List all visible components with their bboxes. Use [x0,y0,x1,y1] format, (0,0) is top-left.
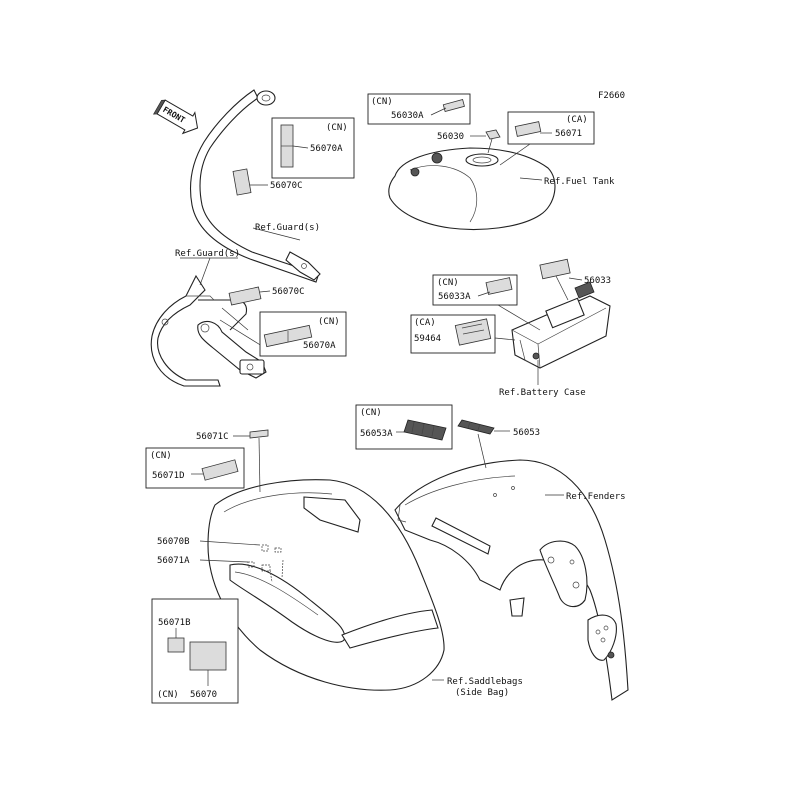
tag-cn-7: (CN) [157,690,179,700]
label-59464: 59464 [414,334,441,344]
tag-ca-2: (CA) [414,318,436,328]
battery-case [511,281,611,369]
ref-fuel-tank: Ref.Fuel Tank [544,177,615,187]
ref-guards-left: Ref.Guard(s) [175,249,240,259]
upper-guard [189,89,321,283]
tag-cn-2: (CN) [318,317,340,327]
decal-56030 [485,129,501,140]
fuel-tank [388,147,556,230]
tag-cn-6: (CN) [150,451,172,461]
decal-56070C-mid [228,286,262,306]
label-56070B: 56070B [157,537,190,547]
ref-battery-case: Ref.Battery Case [499,388,586,398]
decal-56053 [457,419,495,435]
tag-cn-5: (CN) [360,408,382,418]
label-56070A-upper: 56070A [310,144,343,154]
decal-56033A [485,277,513,295]
label-56070A-mid: 56070A [303,341,336,351]
tag-ca-1: (CA) [566,115,588,125]
ref-fenders: Ref.Fenders [566,492,626,502]
label-56070C-upper: 56070C [270,181,303,191]
label-56030A: 56030A [391,111,424,121]
decal-56071D [201,459,239,481]
decal-56033 [539,258,571,280]
label-56071C: 56071C [196,432,229,442]
label-56071A: 56071A [157,556,190,566]
ref-side-bag: (Side Bag) [455,688,509,698]
lower-guard [150,274,267,387]
saddlebag [207,479,445,691]
ref-guards-right: Ref.Guard(s) [255,223,320,233]
label-56033A: 56033A [438,292,471,302]
label-56053A: 56053A [360,429,393,439]
decal-56030A [442,99,465,112]
decal-56053A [403,419,447,441]
label-56071: 56071 [555,129,582,139]
tag-cn-4: (CN) [437,278,459,288]
decal-56071C [249,429,269,439]
label-56070: 56070 [190,690,217,700]
label-56033: 56033 [584,276,611,286]
label-56070C-mid: 56070C [272,287,305,297]
ref-saddlebags: Ref.Saddlebags [447,677,523,687]
tag-cn-1: (CN) [326,123,348,133]
tag-cn-3: (CN) [371,97,393,107]
front-arrow-icon: FRONT [153,99,199,135]
label-56071B: 56071B [158,618,191,628]
decal-56071 [514,121,542,137]
label-56071D: 56071D [152,471,185,481]
decal-56070C-upper [232,168,252,196]
figure-code: F2660 [598,91,625,101]
label-56030: 56030 [437,132,464,142]
rear-fender [394,459,629,701]
decal-56071B [167,637,185,653]
label-56053: 56053 [513,428,540,438]
decal-56070 [189,641,227,671]
